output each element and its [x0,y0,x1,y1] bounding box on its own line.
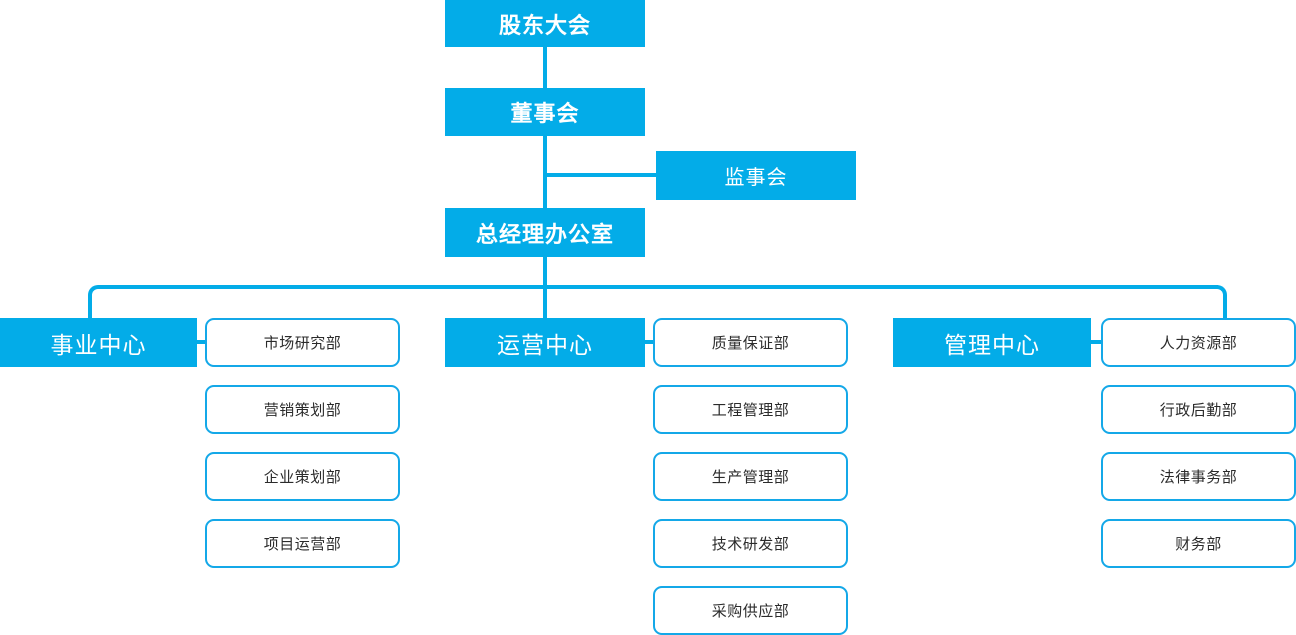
node-market-research-dept-label: 市场研究部 [263,335,342,352]
node-shareholders-label: 股东大会 [498,12,591,38]
node-technology-rd-dept[interactable]: 技术研发部 [653,519,848,568]
node-operations-center-label: 运营中心 [497,331,593,358]
connector-business-center-to-departments [195,340,209,344]
node-board-label: 董事会 [510,101,580,126]
node-corporate-planning-dept-label: 企业策划部 [263,469,342,486]
node-operations-center[interactable]: 运营中心 [445,318,645,367]
node-marketing-planning-dept[interactable]: 营销策划部 [205,385,400,434]
node-business-center[interactable]: 事业中心 [0,318,197,367]
node-gm-office-label: 总经理办公室 [475,221,614,247]
node-production-management-dept[interactable]: 生产管理部 [653,452,848,501]
node-marketing-planning-dept-label: 营销策划部 [263,402,342,419]
node-human-resources-dept[interactable]: 人力资源部 [1101,318,1296,367]
connector-board-to-gm-office [543,133,547,211]
node-supervisors[interactable]: 监事会 [656,151,856,200]
node-procurement-supply-dept-label: 采购供应部 [711,603,790,620]
node-technology-rd-dept-label: 技术研发部 [711,536,790,553]
node-quality-assurance-dept-label: 质量保证部 [711,335,790,352]
connector-shareholders-to-board [543,44,547,92]
node-gm-office[interactable]: 总经理办公室 [445,208,645,257]
node-management-center-label: 管理中心 [944,331,1040,358]
node-finance-dept-label: 财务部 [1175,536,1222,553]
node-legal-affairs-dept-label: 法律事务部 [1159,469,1238,486]
connector-bus-left-corner [88,285,108,326]
node-project-operations-dept-label: 项目运营部 [263,536,342,553]
connector-division-bus [98,285,1218,289]
node-engineering-management-dept-label: 工程管理部 [711,402,790,419]
node-project-operations-dept[interactable]: 项目运营部 [205,519,400,568]
connector-bus-right-corner [1207,285,1227,326]
connector-board-to-supervisors [543,173,660,177]
node-quality-assurance-dept[interactable]: 质量保证部 [653,318,848,367]
node-legal-affairs-dept[interactable]: 法律事务部 [1101,452,1296,501]
node-procurement-supply-dept[interactable]: 采购供应部 [653,586,848,635]
connector-management-center-to-departments [1089,340,1105,344]
node-management-center[interactable]: 管理中心 [893,318,1091,367]
node-administration-logistics-dept-label: 行政后勤部 [1159,402,1238,419]
node-business-center-label: 事业中心 [50,331,147,358]
node-production-management-dept-label: 生产管理部 [711,469,790,486]
node-market-research-dept[interactable]: 市场研究部 [205,318,400,367]
node-board[interactable]: 董事会 [445,88,645,136]
node-finance-dept[interactable]: 财务部 [1101,519,1296,568]
node-human-resources-dept-label: 人力资源部 [1159,335,1238,352]
node-corporate-planning-dept[interactable]: 企业策划部 [205,452,400,501]
node-shareholders[interactable]: 股东大会 [445,0,645,47]
node-supervisors-label: 监事会 [724,167,788,189]
connector-operations-center-to-departments [643,340,657,344]
node-engineering-management-dept[interactable]: 工程管理部 [653,385,848,434]
node-administration-logistics-dept[interactable]: 行政后勤部 [1101,385,1296,434]
